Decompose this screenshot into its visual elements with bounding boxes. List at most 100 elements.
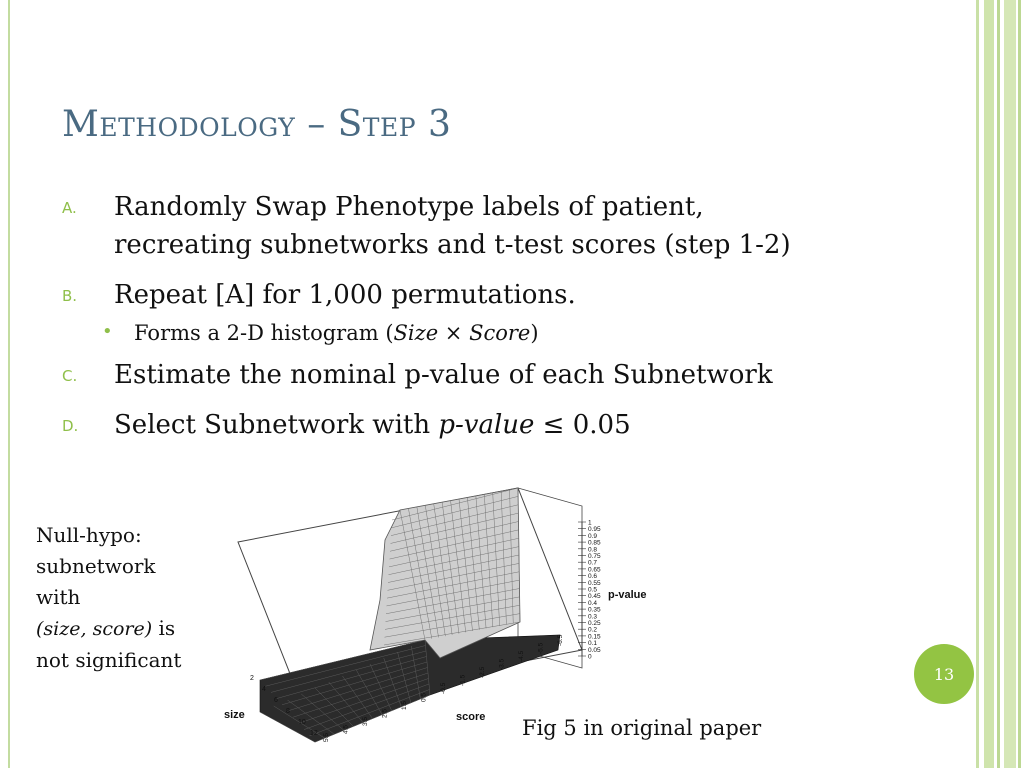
floor-grid-line bbox=[273, 705, 325, 739]
floor-grid-line bbox=[301, 693, 344, 731]
size-tick-label: 2 bbox=[250, 675, 254, 682]
floor-grid-line bbox=[356, 669, 383, 715]
floor-grid-line bbox=[287, 699, 335, 735]
surface-grid-line bbox=[450, 500, 466, 633]
surface-grid-line bbox=[391, 496, 519, 529]
surface-grid-line bbox=[385, 596, 520, 622]
floor-grid-line bbox=[369, 663, 392, 711]
note-line: with bbox=[36, 585, 81, 609]
floor-grid-line bbox=[424, 639, 431, 696]
surface-grid-line bbox=[389, 521, 519, 552]
score-tick-label: 0.5 bbox=[421, 693, 428, 702]
surface-grid-line bbox=[388, 546, 519, 575]
score-tick-label: -1.5 bbox=[460, 674, 467, 686]
surface-grid-line bbox=[387, 563, 520, 591]
floor-grid-line bbox=[303, 683, 430, 730]
score-tick-label: 3.5 bbox=[362, 717, 369, 726]
surface-grid-line bbox=[391, 487, 519, 521]
floor-grid-line bbox=[270, 650, 427, 693]
size-tick-label: 6 bbox=[274, 697, 278, 704]
z-tick-label: 0.35 bbox=[588, 607, 601, 614]
z-tick-label: 0 bbox=[588, 654, 592, 661]
z-tick-label: 0.55 bbox=[588, 580, 601, 587]
z-tick-label: 0.3 bbox=[588, 613, 597, 620]
surface-grid-line bbox=[500, 491, 507, 625]
note-line: Null-hypo: bbox=[36, 523, 142, 547]
floor-grid-line bbox=[287, 667, 428, 712]
bullet-list: A. Randomly Swap Phenotype labels of pat… bbox=[62, 188, 962, 444]
z-tick-label: 0.8 bbox=[588, 546, 597, 553]
surface-grid-line bbox=[408, 508, 433, 639]
z-tick-label: 0.5 bbox=[588, 587, 597, 594]
list-item-d: D. Select Subnetwork with p-value ≤ 0.05 bbox=[62, 406, 962, 444]
list-item-text: Repeat [A] for 1,000 permutations. bbox=[114, 280, 576, 310]
surface-grid-line bbox=[390, 504, 519, 536]
list-item-text-part: Select Subnetwork with bbox=[114, 410, 439, 440]
list-item-math: p-value bbox=[438, 410, 535, 440]
surface-grid-line bbox=[384, 605, 520, 630]
size-tick-label: 8 bbox=[286, 708, 290, 715]
score-tick-label: -2.5 bbox=[479, 666, 486, 678]
list-item-c: C. Estimate the nominal p-value of each … bbox=[62, 356, 962, 394]
list-marker: D. bbox=[62, 417, 79, 435]
decor-stripe bbox=[984, 0, 994, 768]
z-tick-label: 0.65 bbox=[588, 566, 601, 573]
note-text-part: is bbox=[152, 616, 176, 640]
z-axis-label: p-value bbox=[608, 589, 647, 601]
surface-grid-line bbox=[387, 554, 520, 583]
sub-bullet-text: Forms a 2-D histogram (Size × Score) bbox=[134, 316, 962, 350]
page-number-badge: 13 bbox=[914, 644, 974, 704]
list-item-text: Randomly Swap Phenotype labels of patien… bbox=[114, 188, 962, 264]
z-tick-label: 0.75 bbox=[588, 553, 601, 560]
floor-grid-line bbox=[265, 645, 426, 687]
decor-stripe bbox=[976, 0, 979, 768]
size-tick-label: 10 bbox=[298, 719, 306, 726]
surface-plot: 10.950.90.850.80.750.70.650.60.550.50.45… bbox=[224, 487, 647, 743]
surface-grid-line bbox=[386, 571, 520, 599]
surface-grid-line bbox=[458, 498, 473, 632]
floor-grid-line bbox=[411, 645, 421, 699]
floor-grid-line bbox=[259, 711, 316, 743]
floor-grid-line bbox=[281, 661, 428, 706]
decor-stripe bbox=[1018, 0, 1021, 768]
left-border bbox=[8, 0, 10, 768]
floor-grid-line bbox=[298, 678, 429, 724]
z-tick-label: 0.25 bbox=[588, 620, 601, 627]
z-tick-label: 0.45 bbox=[588, 593, 601, 600]
score-axis: 5.54.53.52.51.50.5-0.5-1.5-2.5-3.5-4.5-5… bbox=[323, 634, 564, 742]
z-tick-label: 0.2 bbox=[588, 627, 597, 634]
floor-grid-line bbox=[259, 639, 426, 681]
score-tick-label: 1.5 bbox=[401, 701, 408, 710]
z-tick-label: 0.7 bbox=[588, 560, 597, 567]
score-tick-label: -6.5 bbox=[557, 634, 564, 646]
floor-grid bbox=[259, 639, 431, 743]
null-hypothesis-note: Null-hypo: subnetwork with (size, score)… bbox=[36, 520, 226, 676]
z-tick-label: 1 bbox=[588, 520, 592, 527]
note-line: (size, score) is bbox=[36, 613, 226, 645]
size-tick-label: 4 bbox=[262, 686, 266, 693]
list-marker: C. bbox=[62, 367, 78, 385]
floor-grid-line bbox=[276, 656, 427, 699]
z-tick-label: 0.95 bbox=[588, 526, 601, 533]
list-item-a: A. Randomly Swap Phenotype labels of pat… bbox=[62, 188, 962, 264]
figure-caption: Fig 5 in original paper bbox=[522, 716, 762, 740]
list-item-line: Randomly Swap Phenotype labels of patien… bbox=[114, 192, 704, 222]
list-item-b: B. Repeat [A] for 1,000 permutations. bbox=[62, 276, 962, 314]
list-marker: B. bbox=[62, 287, 78, 305]
sub-bullet-text-part: Forms a 2-D histogram ( bbox=[134, 321, 394, 345]
list-item-text: Select Subnetwork with p-value ≤ 0.05 bbox=[114, 406, 962, 444]
note-math: (size, score) bbox=[36, 618, 153, 640]
z-tick-label: 0.1 bbox=[588, 640, 597, 647]
size-axis-label: size bbox=[224, 709, 245, 721]
sub-bullet-math: Size × Score bbox=[393, 321, 531, 345]
decor-stripe bbox=[1004, 0, 1016, 768]
surface-grid-line bbox=[492, 492, 500, 626]
surface-grid-line bbox=[386, 579, 520, 607]
sub-bullet: • Forms a 2-D histogram (Size × Score) bbox=[102, 316, 962, 350]
surface-grid-line bbox=[385, 588, 520, 614]
surface-grid-line bbox=[467, 497, 480, 630]
list-item-line: recreating subnetworks and t-test scores… bbox=[114, 230, 791, 260]
surface-grid-line bbox=[384, 613, 520, 638]
